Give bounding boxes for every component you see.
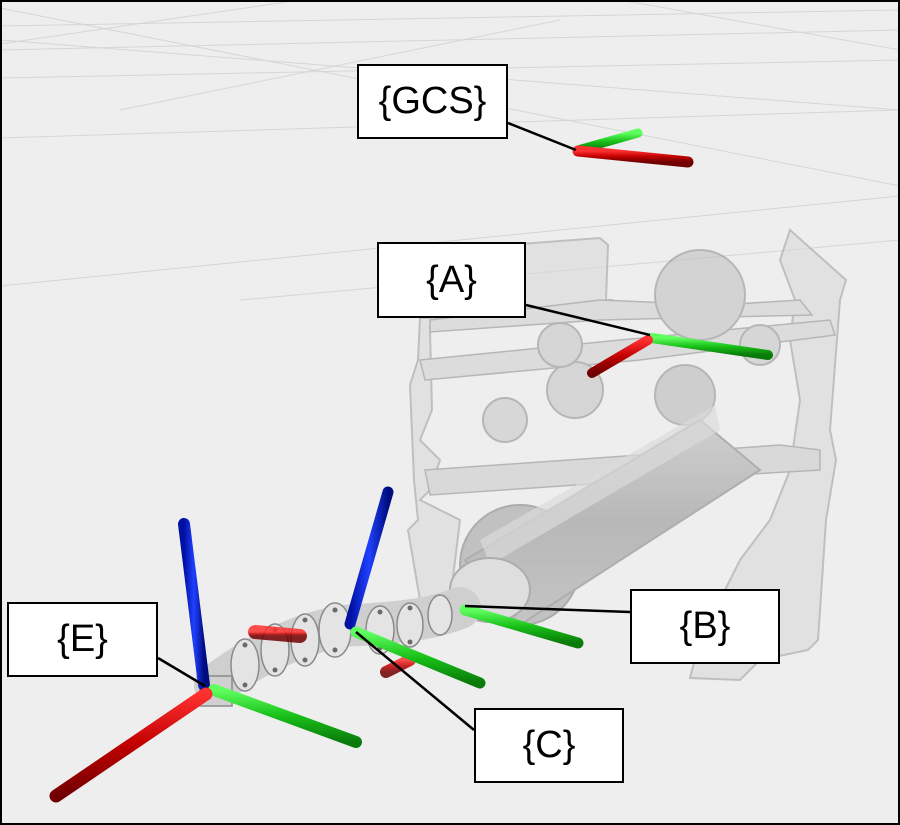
frame-gcs-axes [569, 18, 694, 168]
label-c: {C} [474, 708, 624, 783]
frame-b-axes [456, 492, 584, 649]
label-b: {B} [630, 589, 780, 664]
leader-lines [157, 121, 651, 731]
frame-a-axes [587, 214, 773, 378]
frame-c-axes [344, 486, 486, 689]
label-a: {A} [377, 242, 526, 318]
robot-body [406, 228, 848, 682]
label-gcs: {GCS} [357, 64, 508, 139]
frame-e-axes [49, 518, 362, 803]
label-e: {E} [7, 602, 158, 677]
